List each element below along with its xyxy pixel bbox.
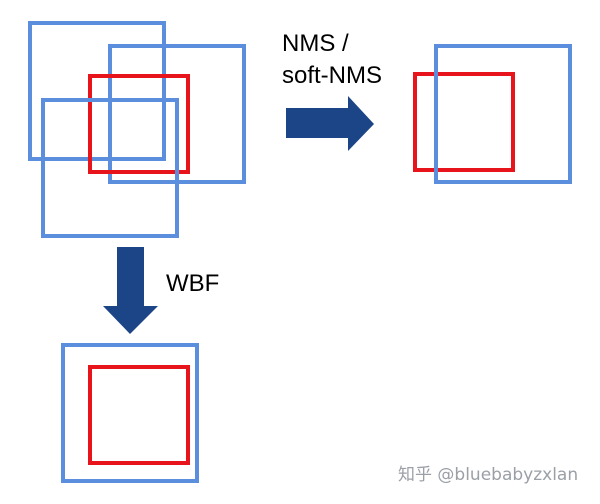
nms-ground-truth-box — [413, 72, 515, 172]
nms-label-line1: NMS / — [282, 30, 349, 57]
input-predicted-box-3 — [41, 98, 179, 238]
input-predicted-box-1 — [28, 21, 166, 161]
nms-arrow — [286, 96, 374, 151]
nms-predicted-box — [434, 44, 572, 184]
wbf-result-group — [61, 343, 199, 483]
input-box-group — [28, 21, 246, 238]
wbf-label: WBF — [166, 270, 220, 297]
wbf-ground-truth-box — [88, 365, 190, 465]
watermark: 知乎 @bluebabyzxlan — [398, 465, 579, 485]
input-ground-truth-box — [88, 74, 190, 174]
nms-result-group — [413, 44, 572, 184]
wbf-arrow — [103, 247, 158, 334]
wbf-predicted-box — [61, 343, 199, 483]
nms-label-line2: soft-NMS — [282, 62, 383, 89]
